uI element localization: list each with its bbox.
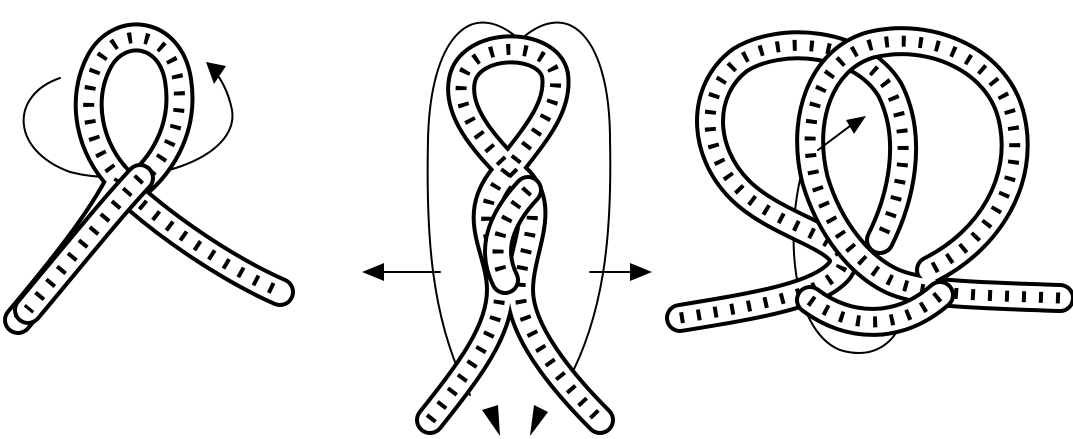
rotation-arrow-back: [24, 78, 70, 172]
step-3-panel: [680, 41, 1060, 353]
step-2-panel: [362, 23, 652, 436]
step-1-panel: [18, 37, 280, 320]
bottom-right-arrowhead: [530, 405, 548, 436]
bottom-left-arrowhead: [482, 405, 500, 436]
insert-arrowhead: [846, 116, 866, 134]
rotation-arrowhead: [206, 62, 226, 84]
pull-left-arrowhead: [362, 263, 384, 281]
pull-right-arrowhead: [630, 263, 652, 281]
step-3-rope: [680, 41, 1060, 322]
step-2-rope: [430, 49, 600, 420]
